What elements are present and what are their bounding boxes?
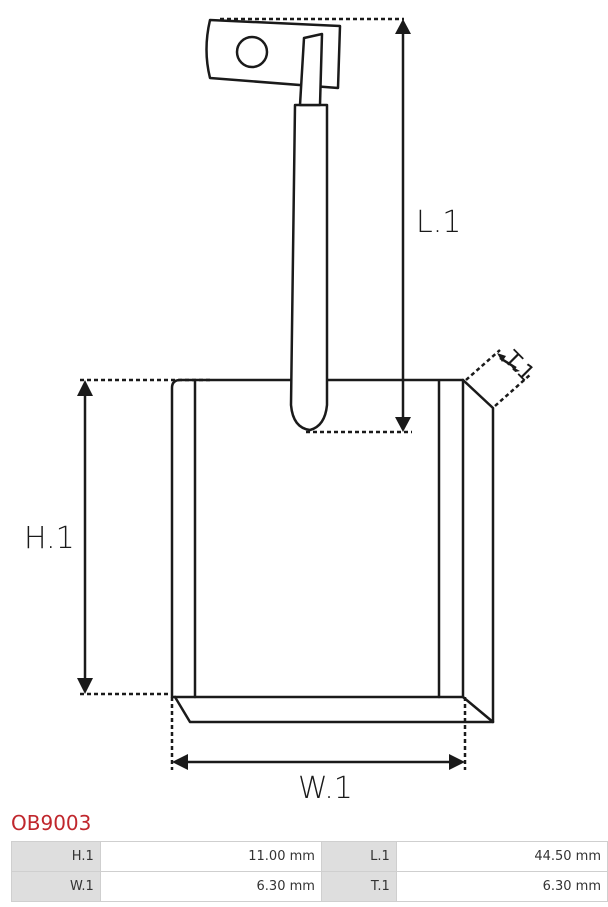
lug-hole xyxy=(235,35,269,69)
carbon-brush-diagram: L.1 H.1 W.1 T.1 xyxy=(24,17,539,806)
brush-body xyxy=(170,378,465,699)
spec-key: T.1 xyxy=(320,871,397,902)
length-label: L.1 xyxy=(416,205,461,240)
brush-side-face xyxy=(461,378,495,724)
spec-value: 6.30 mm xyxy=(395,871,608,902)
lug-crimp xyxy=(298,32,324,107)
height-label: H.1 xyxy=(24,521,75,556)
spec-key: H.1 xyxy=(11,841,101,872)
brush-bottom-face xyxy=(173,695,495,724)
spec-value: 44.50 mm xyxy=(395,841,608,872)
thickness-label: T.1 xyxy=(498,346,539,387)
width-label: W.1 xyxy=(298,771,353,806)
shunt-cable xyxy=(289,103,329,432)
part-code: OB9003 xyxy=(11,811,92,835)
spec-table: H.1 11.00 mm L.1 44.50 mm W.1 6.30 mm T.… xyxy=(11,841,608,902)
spec-key: W.1 xyxy=(11,871,101,902)
spec-value: 6.30 mm xyxy=(99,871,322,902)
table-row: H.1 11.00 mm L.1 44.50 mm xyxy=(11,841,608,872)
spec-value: 11.00 mm xyxy=(99,841,322,872)
spec-key: L.1 xyxy=(320,841,397,872)
table-row: W.1 6.30 mm T.1 6.30 mm xyxy=(11,871,608,902)
